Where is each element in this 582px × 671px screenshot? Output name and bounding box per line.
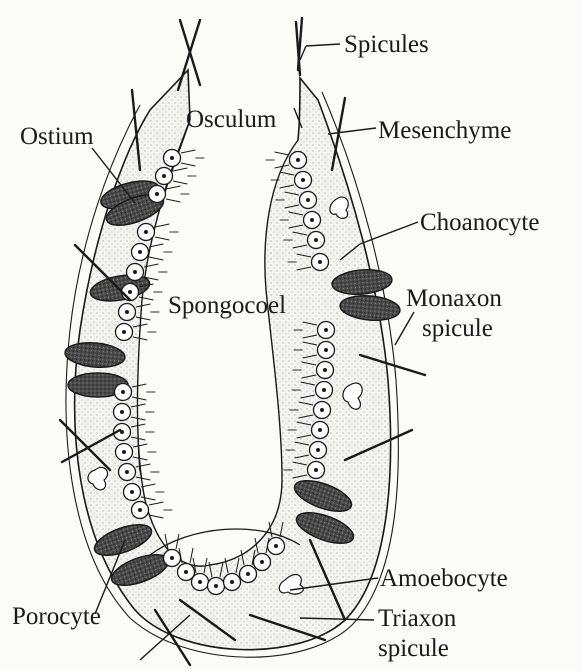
label-porocyte: Porocyte <box>12 604 101 629</box>
label-triaxon-1: Triaxon <box>378 606 456 631</box>
label-monaxon-1: Monaxon <box>406 286 502 311</box>
label-amoebocyte: Amoebocyte <box>380 566 508 591</box>
label-spicules: Spicules <box>344 32 429 57</box>
label-monaxon-2: spicule <box>422 316 493 341</box>
label-ostium: Ostium <box>20 124 94 149</box>
label-triaxon-2: spicule <box>378 636 449 661</box>
label-spongocoel: Spongocoel <box>168 293 286 318</box>
label-choanocyte: Choanocyte <box>420 210 539 235</box>
label-mesenchyme: Mesenchyme <box>378 118 511 143</box>
label-osculum: Osculum <box>186 107 276 132</box>
